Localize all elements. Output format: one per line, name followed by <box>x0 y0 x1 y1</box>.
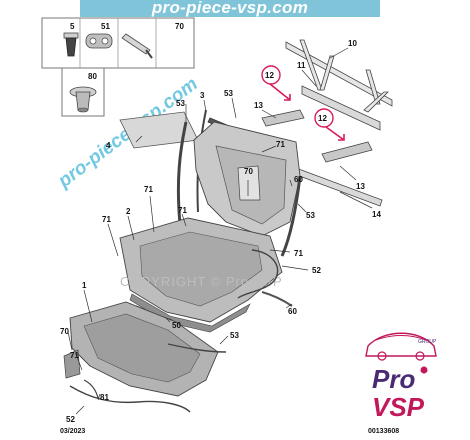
callout-53-b: 53 <box>224 89 233 98</box>
clip-70-drawing <box>121 33 153 59</box>
callout-53-d: 53 <box>230 331 239 340</box>
part-seal-60-lower <box>261 291 293 307</box>
part-cable-52-bottom <box>69 385 191 413</box>
highlight-ring-12-b <box>314 108 334 128</box>
callout-70-upper: 70 <box>244 167 253 176</box>
callout-12-a: 12 <box>265 71 274 80</box>
logo-line-1: Pro <box>372 364 415 394</box>
callout-71-d: 71 <box>102 215 111 224</box>
provsp-logo: GROUP Pro VSP <box>365 332 437 422</box>
part-seal-60-upper <box>280 175 302 257</box>
callout-13-b: 13 <box>356 182 365 191</box>
callout-71-b: 71 <box>144 185 153 194</box>
callout-13-a: 13 <box>254 101 263 110</box>
part-bars-11-14 <box>261 85 383 207</box>
part-cable-53-lower <box>167 343 227 353</box>
callout-71-f: 71 <box>70 351 79 360</box>
callout-81: 81 <box>100 393 109 402</box>
part-frame-10 <box>285 39 393 113</box>
clip-5-drawing <box>63 32 79 57</box>
footer-ref: 00133608 <box>368 428 400 435</box>
callout-70-lower: 70 <box>60 327 69 336</box>
copyright-watermark: COPYRIGHT © Pro VSP <box>120 274 283 289</box>
callout-3: 3 <box>200 91 205 100</box>
callout-60-lower: 60 <box>288 307 297 316</box>
callout-4: 4 <box>106 141 111 150</box>
callout-14: 14 <box>372 210 381 219</box>
part-under-tray-1 <box>63 301 219 397</box>
callout-1: 1 <box>82 281 87 290</box>
inset-label-70: 70 <box>175 22 184 31</box>
callout-71-a: 71 <box>276 140 285 149</box>
part-cable-52-right <box>237 249 279 299</box>
part-rod-81 <box>83 379 99 399</box>
part-trunk-side-panel <box>193 121 301 237</box>
callout-53-c: 53 <box>306 211 315 220</box>
logo-line-2: VSP <box>372 392 425 422</box>
site-banner: pro-piece-vsp.com <box>80 0 380 17</box>
leader-lines <box>67 47 373 415</box>
callout-52-right: 52 <box>312 266 321 275</box>
callout-71-c: 71 <box>178 206 187 215</box>
clip-80-drawing <box>69 86 97 113</box>
inset-label-80: 80 <box>88 72 97 81</box>
callout-2: 2 <box>126 207 131 216</box>
banner-text: pro-piece-vsp.com <box>151 0 309 17</box>
callout-50: 50 <box>172 321 181 330</box>
highlight-arrow-a <box>269 83 291 101</box>
callout-71-e: 71 <box>294 249 303 258</box>
callout-10: 10 <box>348 39 357 48</box>
callout-60-upper: 60 <box>294 175 303 184</box>
footer-date: 03/2023 <box>60 428 86 435</box>
highlight-arrow-b <box>325 126 345 141</box>
part-seal-53-left <box>176 121 188 225</box>
inset-label-5: 5 <box>70 22 75 31</box>
callout-12-b: 12 <box>318 114 327 123</box>
logo-dot <box>420 366 428 374</box>
inset-label-51: 51 <box>101 22 110 31</box>
callout-52-bottom: 52 <box>66 415 75 424</box>
callout-53-a: 53 <box>176 99 185 108</box>
callout-11: 11 <box>297 61 306 70</box>
logo-group-text: GROUP <box>418 339 437 345</box>
fastener-inset: 5 51 70 80 <box>41 17 195 117</box>
clip-51-drawing <box>85 33 113 49</box>
